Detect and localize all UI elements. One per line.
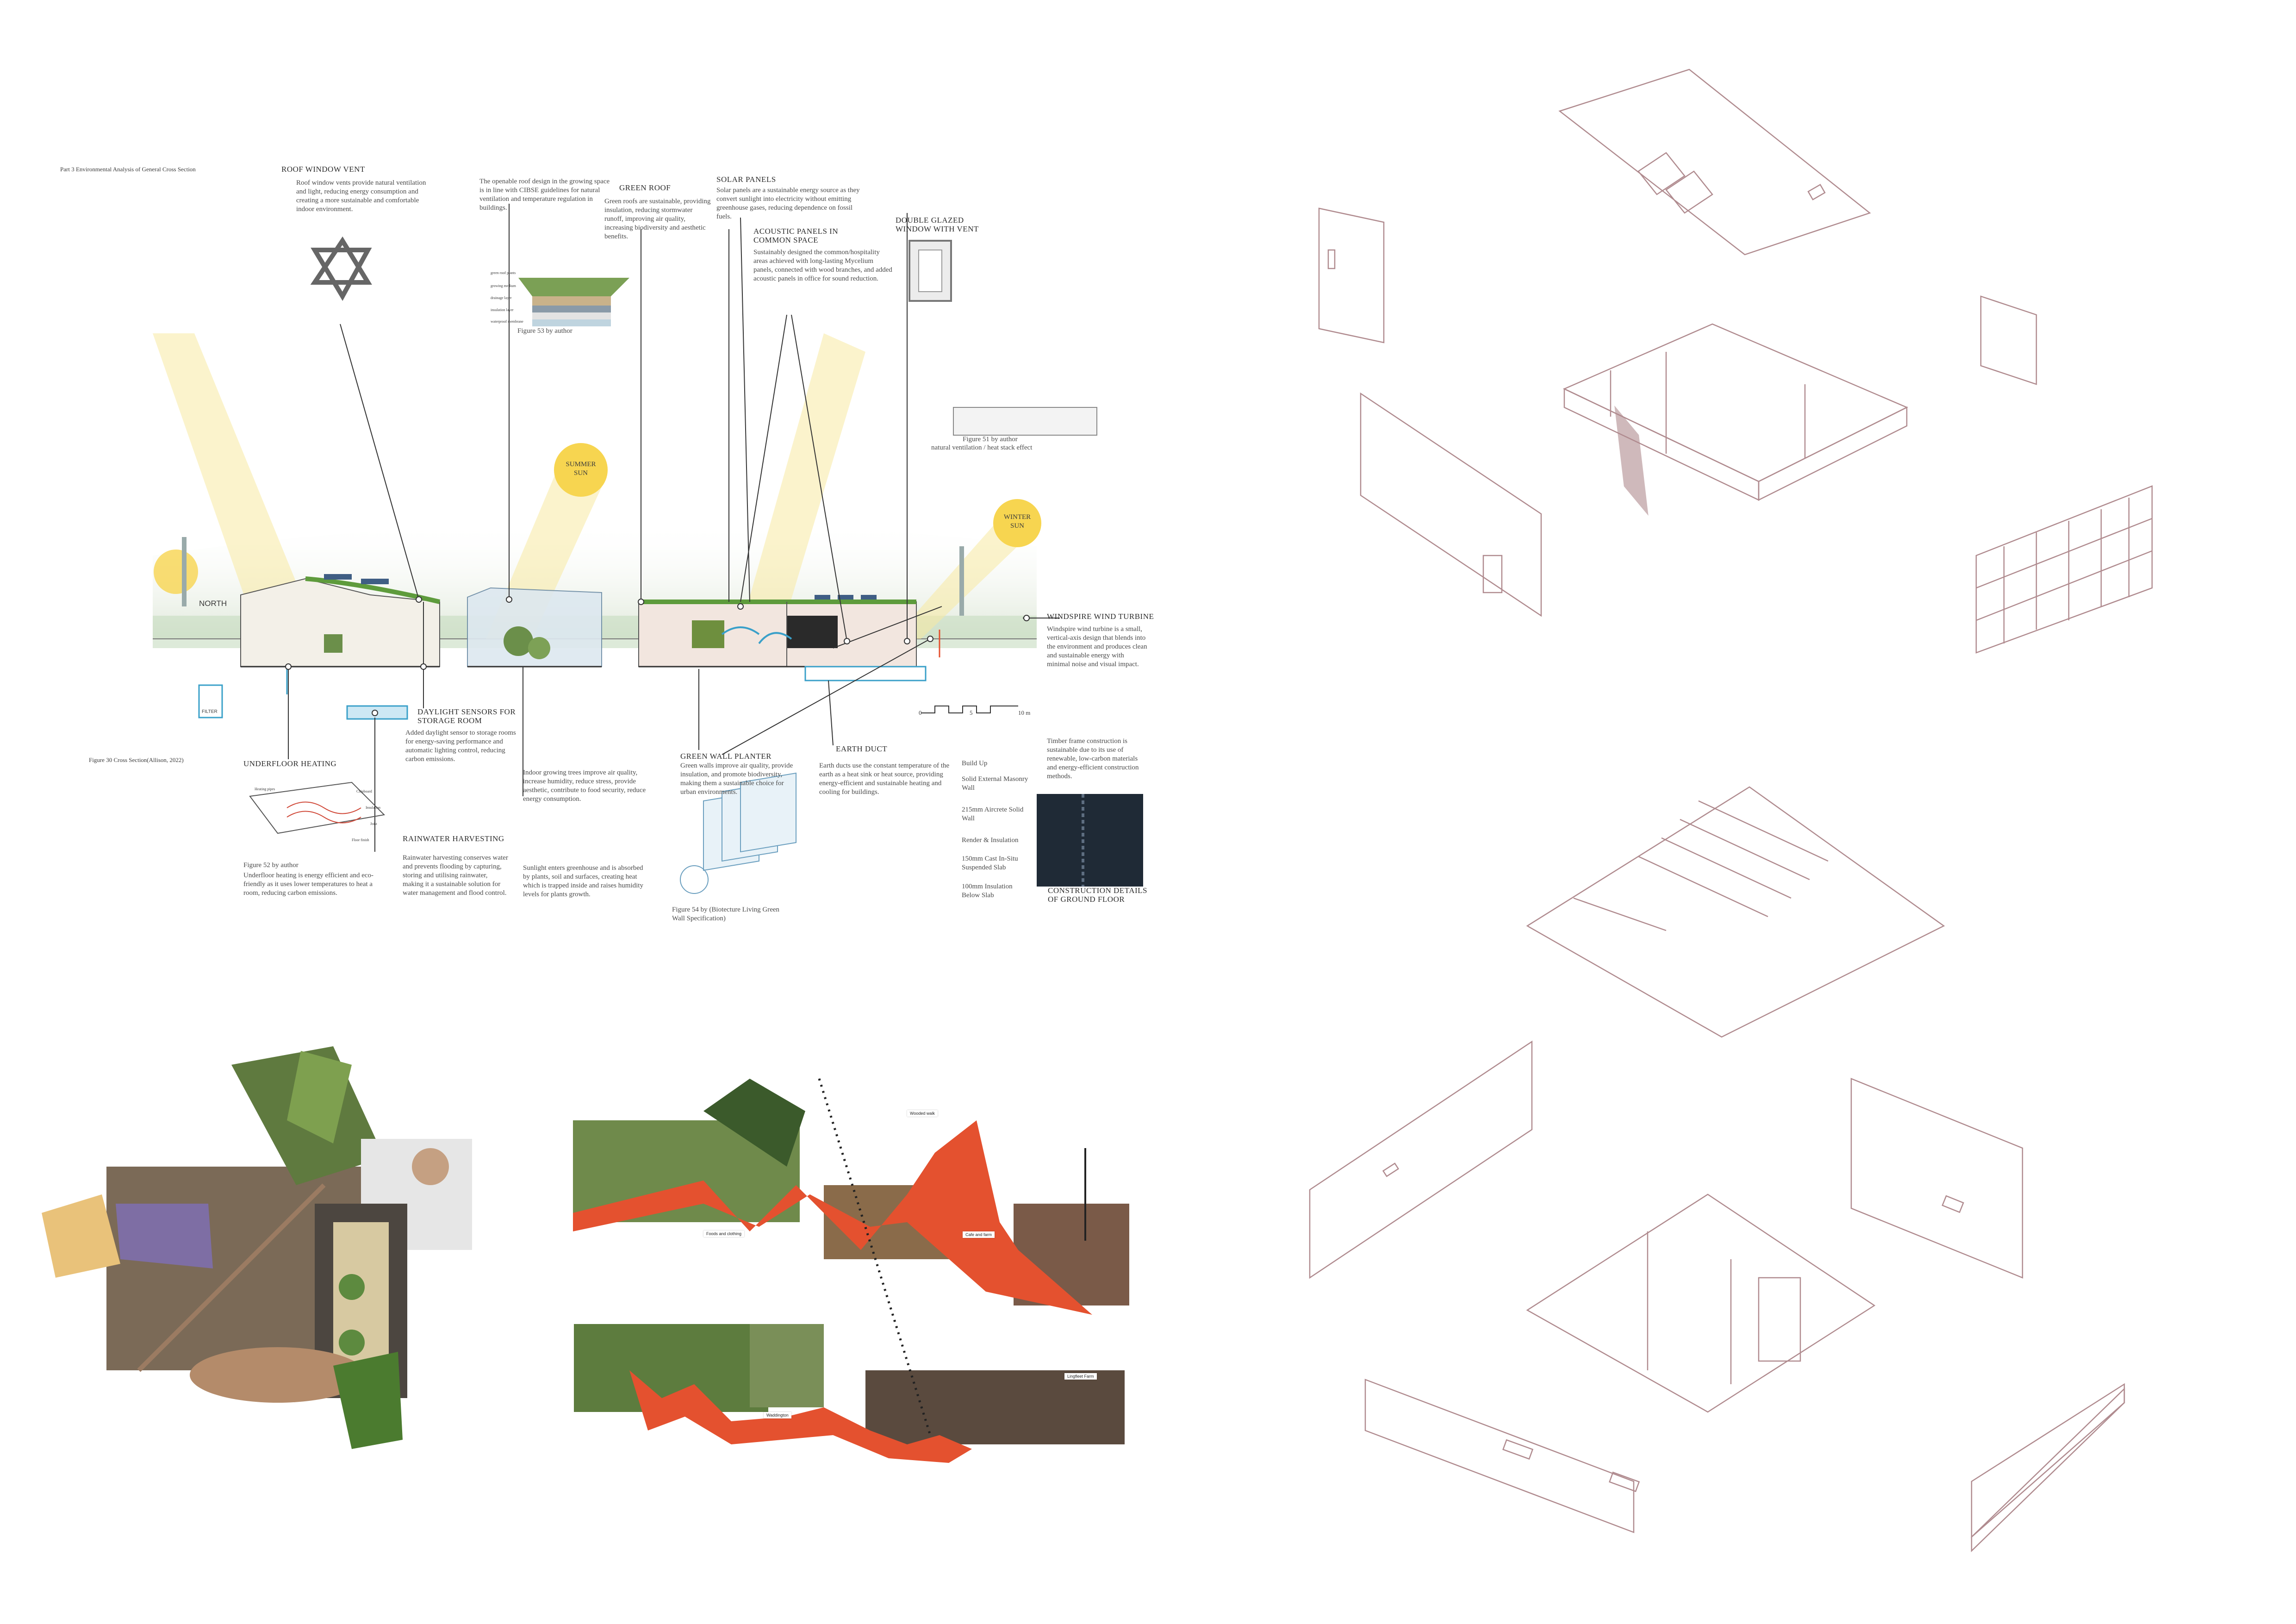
- stack-caption: natural ventilation / heat stack effect: [931, 444, 1033, 451]
- scale-0: 0: [919, 709, 922, 716]
- buildup-0: Build Up: [962, 760, 988, 767]
- green-roof-layers-image: [518, 278, 629, 326]
- earth-duct-title: EARTH DUCT: [836, 744, 888, 753]
- building-2: [638, 595, 927, 681]
- route-tag-1: Wooded walk: [907, 1110, 938, 1117]
- windspire-title: WINDSPIRE WIND TURBINE: [1047, 612, 1154, 621]
- layer-label-5: waterproof membrane: [491, 319, 523, 324]
- filter-label: FILTER: [202, 709, 218, 714]
- green-wall-body: Green walls improve air quality, provide…: [680, 762, 793, 796]
- timber-body: Timber frame construction is sustainable…: [1047, 737, 1139, 780]
- wind-turbine-left: [182, 537, 187, 606]
- rain-title: RAINWATER HARVESTING: [403, 834, 504, 843]
- scale-10: 10 m: [1018, 709, 1031, 716]
- windspire-body: Windspire wind turbine is a small, verti…: [1047, 625, 1147, 668]
- layer-label-1: green roof plants: [491, 271, 516, 275]
- layer-label-3: drainage layer: [491, 296, 512, 300]
- fig30-caption: Figure 30 Cross Section(Allison, 2022): [89, 756, 184, 763]
- uf-label-4: Joist: [370, 822, 377, 826]
- route-tag-5: Lingfleet Farm: [1064, 1373, 1097, 1380]
- uf-label-5: Floor finish: [352, 838, 369, 842]
- construction-detail-image: [1037, 794, 1143, 887]
- trees-body: Indoor growing trees improve air quality…: [523, 769, 646, 803]
- rain-body: Rainwater harvesting conserves water and…: [403, 854, 508, 897]
- earth-duct-body: Earth ducts use the constant temperature…: [819, 762, 950, 796]
- daylight-title: DAYLIGHT SENSORS FOR STORAGE ROOM: [417, 707, 516, 725]
- buildup-2: 215mm Aircrete Solid Wall: [962, 806, 1024, 822]
- rain-tank: [346, 705, 408, 720]
- route-tag-3: Cafe and farm: [963, 1231, 995, 1238]
- north-label: NORTH: [199, 599, 227, 608]
- layer-label-4: insulation layer: [491, 308, 514, 312]
- buildup-4: 150mm Cast In-Situ Suspended Slab: [962, 855, 1018, 871]
- route-tag-2: Foods and clothing: [703, 1230, 745, 1237]
- green-roof-body: Green roofs are sustainable, providing i…: [604, 198, 711, 240]
- fig51-caption: Figure 51 by author: [963, 436, 1018, 443]
- sun-ray-3: [740, 333, 865, 630]
- double-glazed-title: DOUBLE GLAZED WINDOW WITH VENT: [896, 216, 979, 233]
- roof-vent-icon: [310, 236, 372, 301]
- buildup-3: Render & Insulation: [962, 837, 1019, 844]
- underfloor-body: Underfloor heating is energy efficient a…: [243, 872, 374, 897]
- sun-ray-1: [153, 333, 319, 639]
- filter-tank: [198, 684, 223, 718]
- green-wall-spec-image: [680, 772, 796, 894]
- green-wall-title: GREEN WALL PLANTER: [680, 752, 772, 761]
- wind-turbine-right: [959, 546, 964, 616]
- winter-sun-label: WINTER SUN: [1003, 513, 1031, 530]
- scale-bar: [921, 706, 1018, 713]
- summer-sun-icon: [554, 443, 608, 497]
- fig52-caption: Figure 52 by author: [243, 862, 299, 869]
- fig54-caption: Figure 54 by (Biotecture Living Green Wa…: [672, 906, 780, 922]
- roof-vent-title: ROOF WINDOW VENT: [281, 165, 365, 174]
- greenhouse: [467, 587, 602, 668]
- route-tag-4: Waddington: [764, 1412, 791, 1418]
- acoustic-title: ACOUSTIC PANELS IN COMMON SPACE: [753, 227, 839, 244]
- greenhouse-body: Sunlight enters greenhouse and is absorb…: [523, 864, 643, 898]
- underfloor-sketch: [249, 781, 386, 834]
- summer-sun-label: SUMMER SUN: [566, 461, 596, 477]
- green-roof-title: GREEN ROOF: [619, 183, 671, 192]
- buildup-1: Solid External Masonry Wall: [962, 775, 1028, 792]
- construction-title: CONSTRUCTION DETAILS OF GROUND FLOOR: [1048, 886, 1147, 904]
- collage-images: [42, 1046, 472, 1449]
- solar-body: Solar panels are a sustainable energy so…: [716, 187, 860, 220]
- underfloor-title: UNDERFLOOR HEATING: [243, 759, 337, 768]
- scale-5: 5: [970, 709, 973, 716]
- uf-label-2: Chipboard: [356, 789, 372, 793]
- route-collage: [573, 1078, 1129, 1463]
- solar-title: SOLAR PANELS: [716, 175, 776, 184]
- seating-rows: [1573, 800, 1829, 931]
- axonometric-wireframes: [1309, 69, 2153, 1552]
- part-title: Part 3 Environmental Analysis of General…: [60, 166, 196, 173]
- roof-vent-body: Roof window vents provide natural ventil…: [296, 179, 426, 213]
- acoustic-body: Sustainably designed the common/hospital…: [753, 249, 892, 282]
- uf-label-1: Heating pipes: [255, 787, 275, 791]
- buildup-5: 100mm Insulation Below Slab: [962, 883, 1013, 899]
- layer-label-2: growing medium: [491, 284, 516, 288]
- stack-effect-image: [953, 407, 1097, 436]
- openable-roof-body: The openable roof design in the growing …: [479, 178, 610, 212]
- winter-sun-icon: [993, 499, 1041, 547]
- uf-label-3: Insulation: [366, 806, 380, 810]
- fig53-caption: Figure 53 by author: [517, 327, 572, 335]
- daylight-body: Added daylight sensor to storage rooms f…: [405, 729, 516, 763]
